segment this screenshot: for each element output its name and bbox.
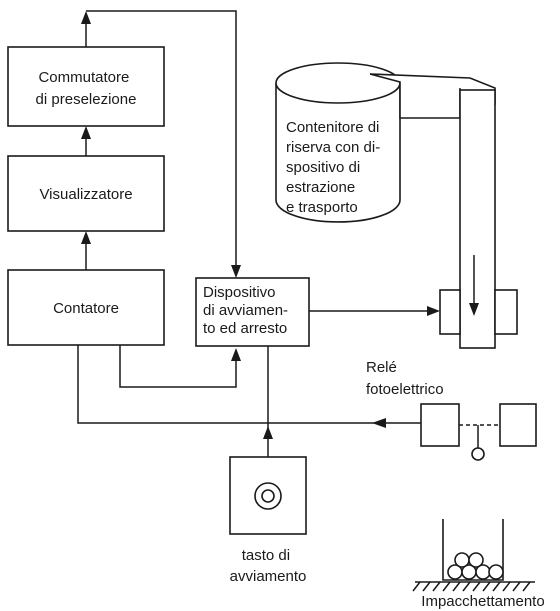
contatore-label: Contatore bbox=[53, 300, 119, 317]
commutatore-line-1: Commutatore bbox=[38, 69, 129, 86]
visualizzatore-label: Visualizzatore bbox=[39, 186, 132, 203]
dispositivo-box bbox=[195, 277, 310, 347]
contatore-to-dispositivo-arrow bbox=[231, 348, 241, 361]
tasto-line-1: tasto di bbox=[242, 547, 290, 564]
dispositivo-line-2: di avviamen- bbox=[203, 302, 288, 319]
dispositivo-to-extractor-arrow bbox=[427, 306, 440, 316]
extractor-right bbox=[494, 289, 518, 335]
contenitore-line-1: Contenitore di bbox=[286, 119, 379, 136]
impacchettamento-label: Impacchettamento bbox=[421, 593, 544, 610]
commutatore-line-2: di preselezione bbox=[36, 91, 137, 108]
contenitore-line-3: spositivo di bbox=[286, 159, 360, 176]
contatore-to-dispositivo-line bbox=[119, 345, 237, 388]
tasto-label: tasto di avviamento bbox=[230, 547, 307, 585]
rele-line-1: Relé bbox=[366, 359, 397, 376]
preselection-arrow bbox=[231, 265, 241, 278]
tasto-inner-ring bbox=[261, 489, 275, 503]
transport-column bbox=[459, 89, 496, 349]
dispositivo-line-3: to ed arresto bbox=[203, 320, 287, 337]
rele-to-contatore-arrow bbox=[372, 418, 386, 428]
ball-4 bbox=[488, 564, 504, 580]
preselection-line bbox=[86, 10, 237, 270]
transport-arrow-head bbox=[469, 303, 479, 316]
contatore-box bbox=[7, 269, 165, 346]
contenitore-line-5: e trasporto bbox=[286, 199, 358, 216]
visualizzatore-to-commutatore-arrow bbox=[81, 126, 91, 139]
rele-receiver-box bbox=[499, 403, 537, 447]
commutatore-box bbox=[7, 46, 165, 127]
rele-label: Relé fotoelettrico bbox=[366, 359, 444, 398]
contenitore-top bbox=[275, 62, 401, 104]
rele-to-contatore-line bbox=[77, 345, 421, 424]
extractor-left bbox=[439, 289, 461, 335]
package-balls bbox=[447, 552, 504, 580]
rele-line-2: fotoelettrico bbox=[366, 381, 444, 398]
rele-probe-object bbox=[471, 447, 485, 461]
ball-6 bbox=[468, 552, 484, 568]
commutatore-label: Commutatore di preselezione bbox=[36, 69, 137, 108]
visualizzatore-box bbox=[7, 155, 165, 232]
dispositivo-label: Dispositivo di avviamen- to ed arresto bbox=[203, 284, 292, 337]
rele-emitter-box bbox=[420, 403, 460, 447]
commutatore-output-arrow bbox=[81, 11, 91, 24]
ground-hatching bbox=[412, 581, 531, 592]
ball-5 bbox=[454, 552, 470, 568]
tasto-line-2: avviamento bbox=[230, 568, 307, 585]
contenitore-label: Contenitore di riserva con di- spositivo… bbox=[286, 119, 384, 216]
contenitore-line-4: estrazione bbox=[286, 179, 355, 196]
dispositivo-line-1: Dispositivo bbox=[203, 284, 276, 301]
contatore-to-visualizzatore-arrow bbox=[81, 231, 91, 244]
contenitore-line-2: riserva con di- bbox=[286, 139, 380, 156]
tasto-to-dispositivo-arrow bbox=[263, 426, 273, 439]
contenitore-body bbox=[275, 83, 401, 223]
